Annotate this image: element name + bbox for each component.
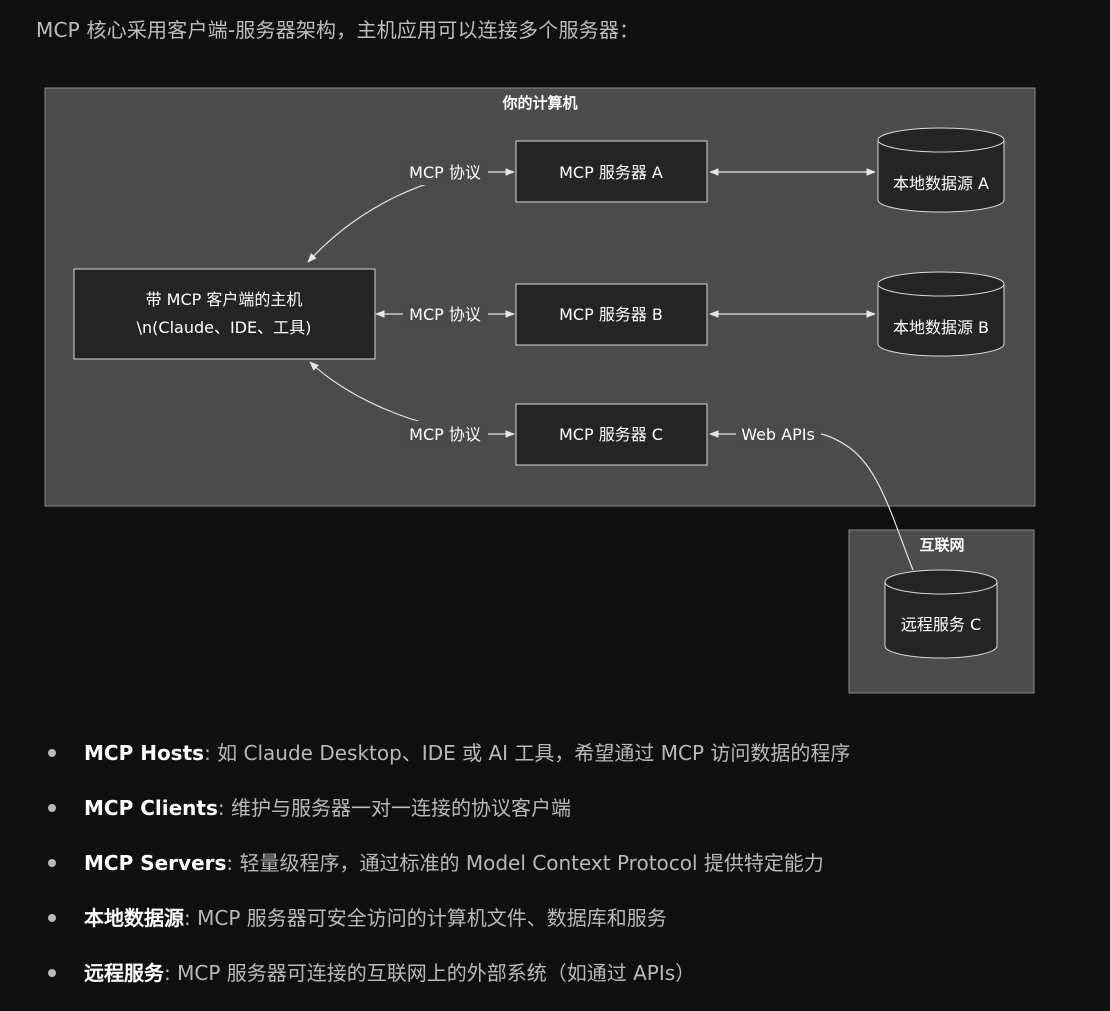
note-term: 远程服务 (84, 961, 164, 985)
note-desc: : 轻量级程序，通过标准的 Model Context Protocol 提供特… (226, 851, 824, 875)
note-desc: : 维护与服务器一对一连接的协议客户端 (217, 796, 571, 820)
list-item: MCP Clients: 维护与服务器一对一连接的协议客户端 (48, 777, 1088, 832)
server-c-node (515, 403, 708, 466)
list-item: MCP Servers: 轻量级程序，通过标准的 Model Context P… (48, 832, 1088, 887)
remote-service-c-cylinder (884, 569, 998, 659)
label-bg-a (403, 159, 488, 185)
note-term: MCP Hosts (84, 741, 205, 765)
host-node-line2: \n(Claude、IDE、工具) (137, 318, 312, 337)
remote-service-c-label: 远程服务 C (901, 615, 981, 634)
data-source-a-cylinder (877, 127, 1005, 213)
edge-remote-web (820, 433, 914, 571)
computer-subgraph-title: 你的计算机 (501, 94, 577, 112)
data-source-a-label: 本地数据源 A (893, 174, 989, 193)
protocol-label-b: MCP 协议 (409, 305, 481, 324)
label-bg-c (403, 421, 488, 447)
server-a-node (515, 140, 708, 203)
note-term: 本地数据源 (84, 906, 184, 930)
bullet-icon (48, 804, 56, 812)
intro-text: MCP 核心采用客户端-服务器架构，主机应用可以连接多个服务器： (36, 18, 640, 42)
label-bg-web (736, 421, 821, 447)
server-b-node (515, 283, 708, 346)
list-item: 本地数据源: MCP 服务器可安全访问的计算机文件、数据库和服务 (48, 887, 1088, 942)
architecture-diagram: 你的计算机 互联网 MCP 协议 MCP 协议 MCP 协议 Web APIs … (44, 87, 1036, 694)
note-desc: : MCP 服务器可安全访问的计算机文件、数据库和服务 (184, 906, 667, 930)
note-term: MCP Servers (84, 851, 227, 875)
bullet-icon (48, 969, 56, 977)
data-source-b-cylinder (877, 271, 1005, 357)
bullet-icon (48, 914, 56, 922)
server-c-label: MCP 服务器 C (559, 425, 663, 444)
server-a-label: MCP 服务器 A (559, 163, 663, 182)
server-b-label: MCP 服务器 B (559, 305, 663, 324)
protocol-label-a: MCP 协议 (409, 163, 481, 182)
web-apis-label: Web APIs (741, 425, 815, 444)
note-desc: : MCP 服务器可连接的互联网上的外部系统（如通过 APIs） (164, 961, 696, 985)
note-term: MCP Clients (84, 796, 218, 820)
bullet-icon (48, 859, 56, 867)
label-bg-b (403, 301, 488, 327)
data-source-b-label: 本地数据源 B (893, 318, 989, 337)
notes-list: MCP Hosts: 如 Claude Desktop、IDE 或 AI 工具，… (48, 722, 1088, 997)
bullet-icon (48, 749, 56, 757)
host-node (73, 268, 376, 360)
list-item: MCP Hosts: 如 Claude Desktop、IDE 或 AI 工具，… (48, 722, 1088, 777)
protocol-label-c: MCP 协议 (409, 425, 481, 444)
note-desc: : 如 Claude Desktop、IDE 或 AI 工具，希望通过 MCP … (204, 741, 851, 765)
host-node-line1: 带 MCP 客户端的主机 (146, 290, 303, 309)
internet-subgraph-title: 互联网 (919, 536, 964, 554)
list-item: 远程服务: MCP 服务器可连接的互联网上的外部系统（如通过 APIs） (48, 942, 1088, 997)
